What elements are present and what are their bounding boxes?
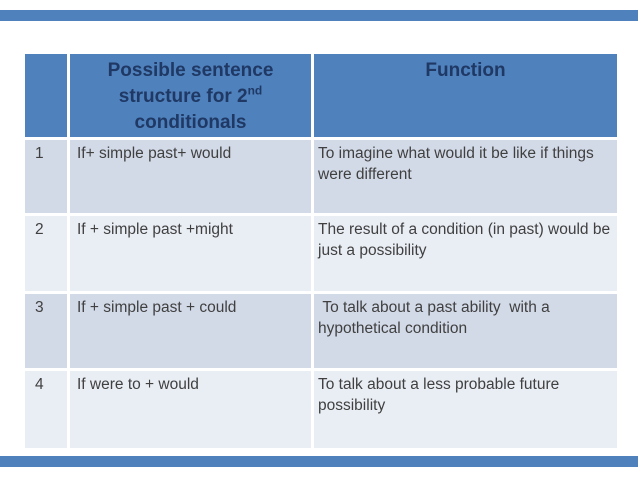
row3-number: 3 [25,294,67,368]
header-function-cell: Function [314,54,617,137]
header-structure-cell: Possible sentence structure for 2nd cond… [70,54,311,137]
row1-number: 1 [25,140,67,213]
header-structure-line3: conditionals [134,112,247,133]
header-structure-superscript: nd [247,83,263,98]
bottom-accent-bar [0,456,638,467]
row2-function: The result of a condition (in past) woul… [314,216,617,291]
header-structure-line2: structure for 2nd [70,84,311,110]
conditionals-table: Possible sentence structure for 2nd cond… [25,54,617,448]
row4-number: 4 [25,371,67,448]
header-structure-line1: Possible sentence [107,60,274,81]
row4-structure: If were to + would [70,371,311,448]
row4-function: To talk about a less probable future pos… [314,371,617,448]
row3-structure: If + simple past + could [70,294,311,368]
header-structure-line2-base: structure for 2 [118,86,248,107]
row2-number: 2 [25,216,67,291]
top-accent-bar [0,10,638,21]
row3-function: To talk about a past ability with a hypo… [314,294,617,368]
row1-function: To imagine what would it be like if thin… [314,140,617,213]
header-corner-cell [25,54,67,137]
row1-structure: If+ simple past+ would [70,140,311,213]
row2-structure: If + simple past +might [70,216,311,291]
